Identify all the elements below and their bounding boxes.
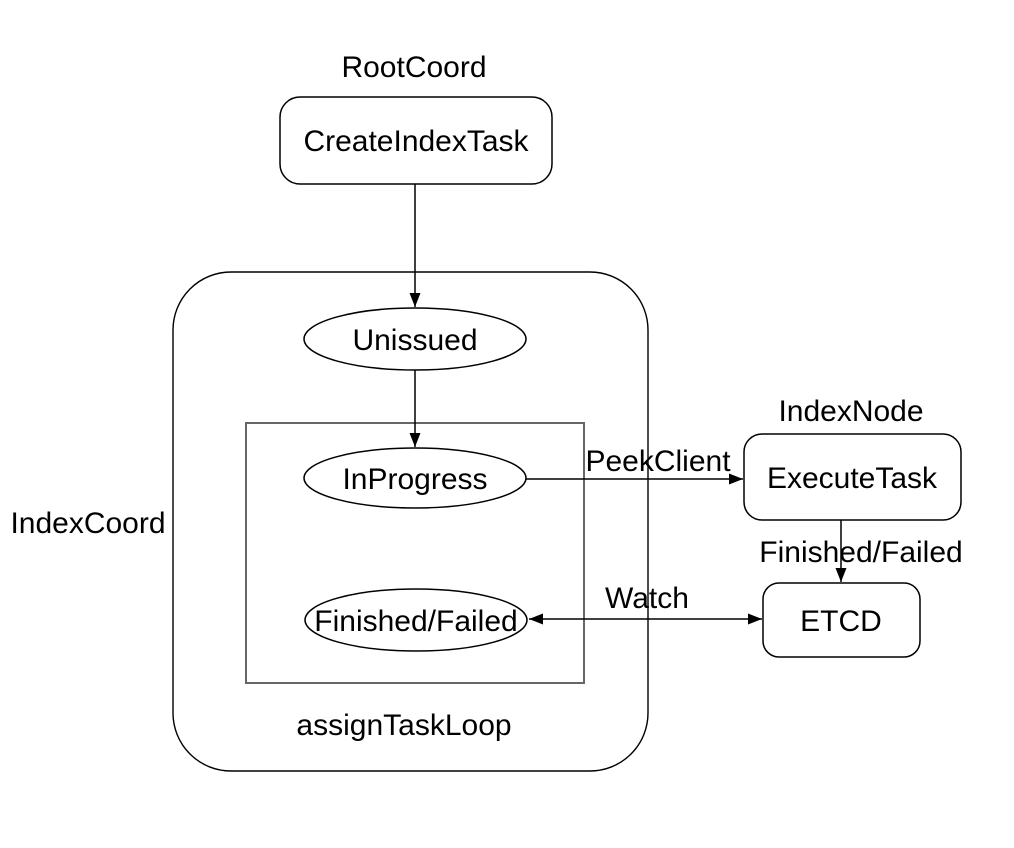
assign-task-loop-label: assignTaskLoop xyxy=(296,709,511,742)
finished-failed-state-label: Finished/Failed xyxy=(314,605,517,638)
index-coord-container xyxy=(172,271,649,772)
create-index-task-node xyxy=(279,96,553,185)
execute-task-label: ExecuteTask xyxy=(767,462,938,495)
inprogress-state xyxy=(303,447,527,509)
index-coord-label: IndexCoord xyxy=(10,507,165,540)
finished-failed-state xyxy=(304,588,528,652)
etcd-label: ETCD xyxy=(800,605,882,638)
root-coord-label: RootCoord xyxy=(341,51,486,84)
index-node-label: IndexNode xyxy=(778,395,923,428)
inprogress-label: InProgress xyxy=(342,463,487,496)
execute-task-node xyxy=(743,433,962,521)
create-index-task-label: CreateIndexTask xyxy=(303,125,529,158)
finished-failed-edge-label: Finished/Failed xyxy=(759,536,962,569)
unissued-state xyxy=(303,307,527,371)
peek-client-label: PeekClient xyxy=(585,445,731,478)
unissued-label: Unissued xyxy=(352,324,477,357)
etcd-node xyxy=(762,582,921,658)
watch-label: Watch xyxy=(605,582,689,615)
